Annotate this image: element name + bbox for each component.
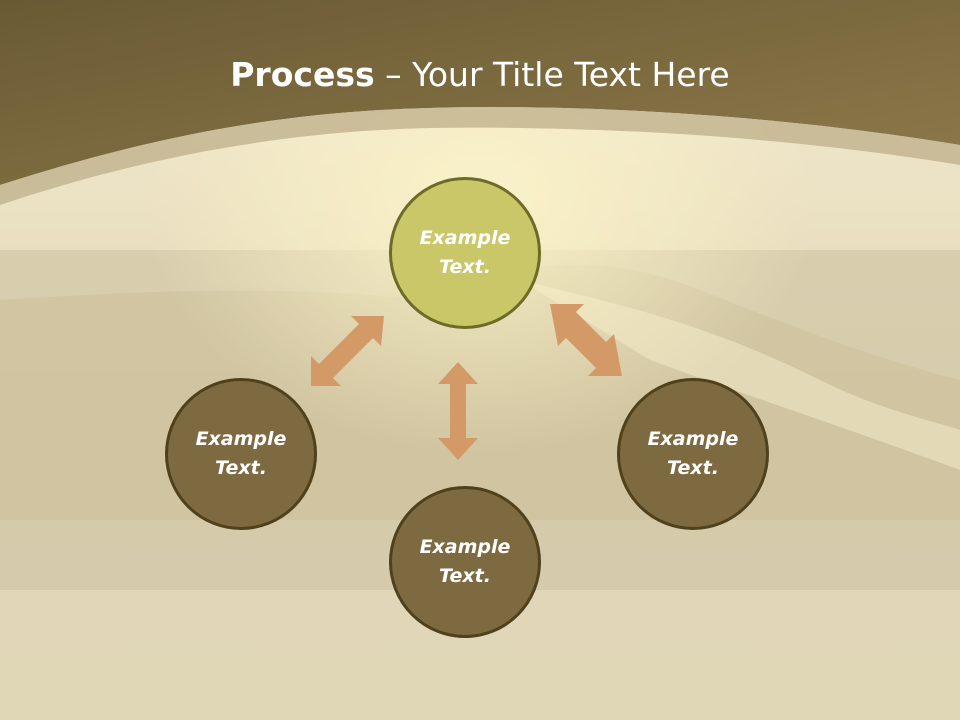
node-left-text: Example Text.: [195, 428, 287, 479]
node-right: Example Text.: [617, 378, 769, 530]
node-top-text: Example Text.: [419, 227, 511, 278]
slide-title: Process – Your Title Text Here: [0, 52, 960, 98]
node-bottom: Example Text.: [389, 486, 541, 638]
node-left: Example Text.: [165, 378, 317, 530]
title-rest: – Your Title Text Here: [374, 55, 730, 94]
title-bold: Process: [230, 55, 375, 94]
node-top: Example Text.: [389, 177, 541, 329]
node-bottom-text: Example Text.: [419, 536, 511, 587]
node-right-text: Example Text.: [647, 428, 739, 479]
arrow-top-bottom: [438, 362, 478, 460]
arrow-top-right: [550, 304, 622, 376]
arrow-top-left: [311, 316, 384, 386]
